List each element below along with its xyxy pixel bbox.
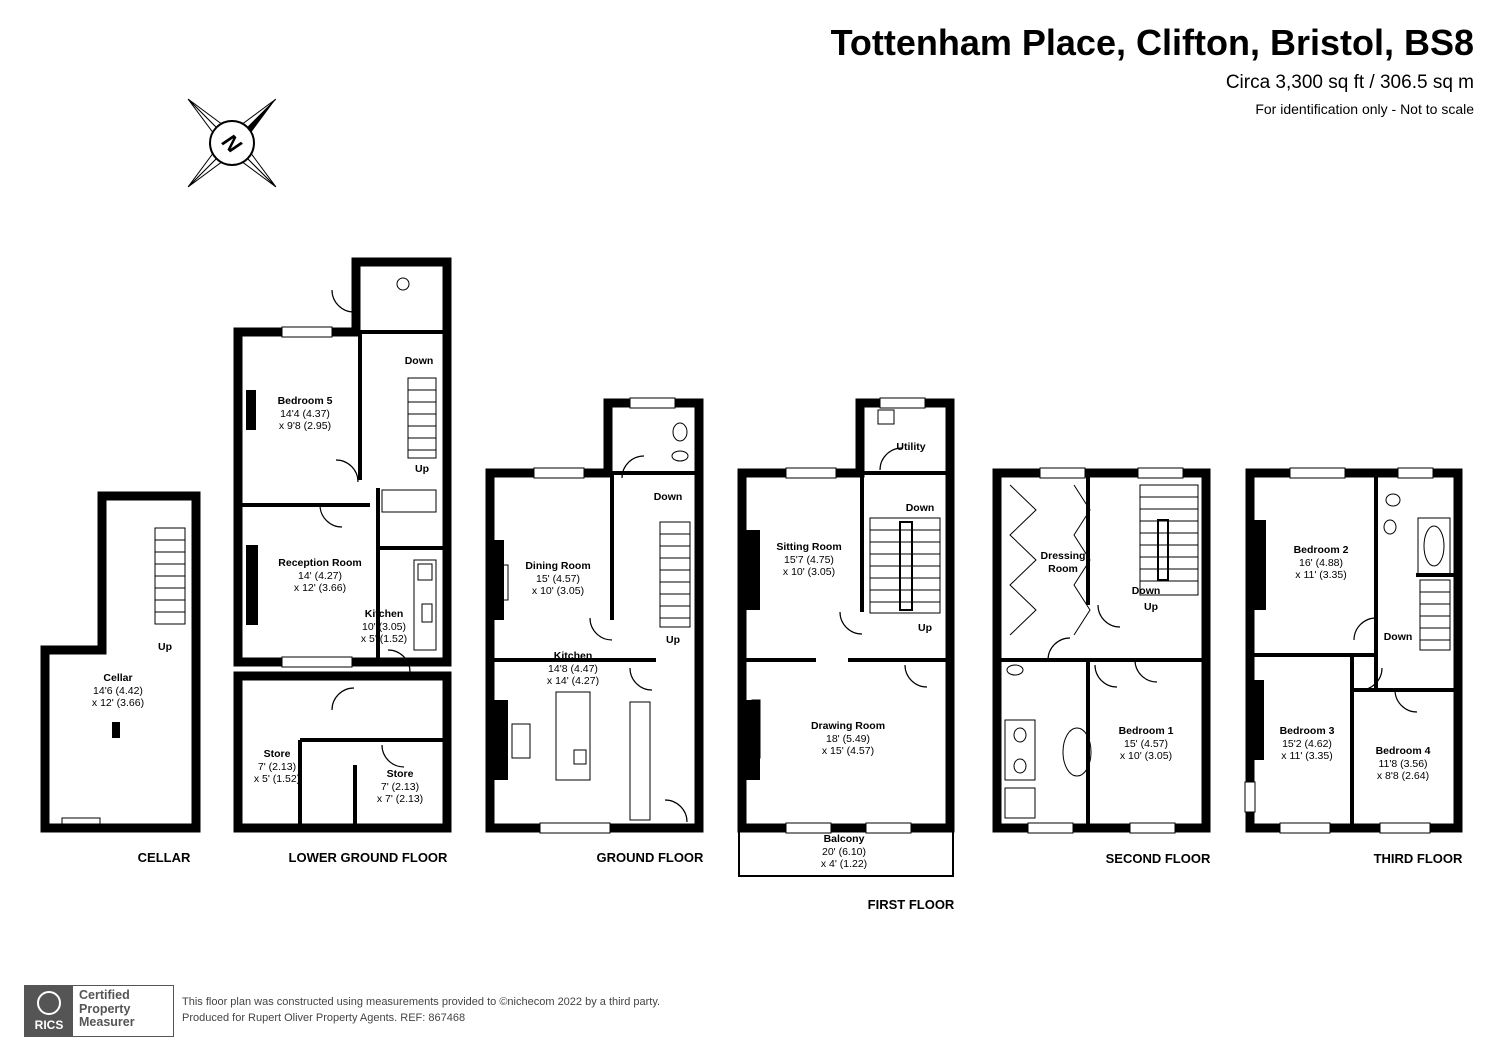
floor-label-lower-ground: LOWER GROUND FLOOR <box>288 850 448 865</box>
lower-ground-walls-lower <box>233 671 452 833</box>
floor-label-first: FIRST FLOOR <box>867 897 955 912</box>
footer-disclaimer: This floor plan was constructed using me… <box>182 996 661 1024</box>
property-area: Circa 3,300 sq ft / 306.5 sq m <box>1225 72 1474 93</box>
stair-label-down: Down <box>1383 631 1413 643</box>
stair-label-up: Up <box>918 622 932 634</box>
stair-label-down: Down <box>653 491 683 503</box>
cellar-walls <box>40 491 201 833</box>
compass-north-icon <box>187 98 277 188</box>
property-title: Tottenham Place, Clifton, Bristol, BS8 <box>830 22 1474 63</box>
stair-label-up: Up <box>158 641 172 653</box>
floor-label-cellar: CELLAR <box>137 850 191 865</box>
stair-label-down: Down <box>905 502 935 514</box>
rics-logo: RICS <box>25 986 73 1036</box>
stair-label-up: Up <box>666 634 680 646</box>
first-floor-walls <box>737 398 955 833</box>
scale-note: For identification only - Not to scale <box>1255 101 1474 117</box>
lower-ground-walls-upper <box>233 257 452 667</box>
ground-floor-walls <box>485 398 704 833</box>
stair-label-up: Up <box>1144 601 1158 613</box>
stair-label-down: Down <box>404 355 434 367</box>
third-floor-walls <box>1245 468 1463 833</box>
stair-label-up: Up <box>415 463 429 475</box>
stair-label-down: Down <box>1131 585 1161 597</box>
floor-label-third: THIRD FLOOR <box>1373 851 1463 866</box>
rics-certified-badge: RICS Certified Property Measurer <box>24 985 174 1037</box>
room-utility: Utility <box>896 441 926 453</box>
rics-crest-icon <box>37 990 61 1015</box>
floor-label-ground: GROUND FLOOR <box>596 850 704 865</box>
floor-label-second: SECOND FLOOR <box>1105 851 1211 866</box>
second-floor-walls <box>992 468 1211 833</box>
